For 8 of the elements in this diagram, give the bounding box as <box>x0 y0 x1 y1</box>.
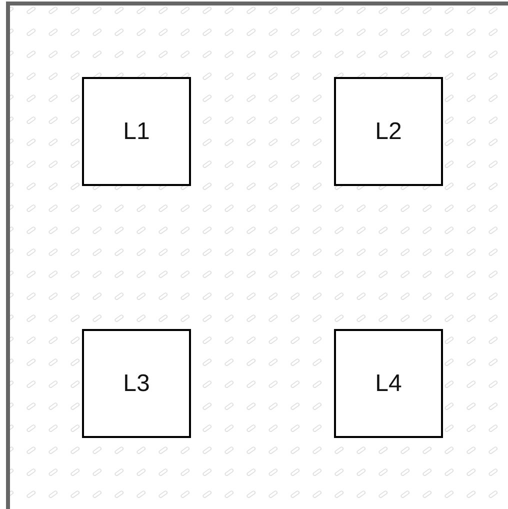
label-box <box>82 329 191 438</box>
box-label: L4 <box>375 370 402 398</box>
label-box <box>334 329 443 438</box>
label-box <box>82 77 191 186</box>
box-label: L2 <box>375 118 402 146</box>
box-label: L1 <box>123 118 150 146</box>
box-label: L3 <box>123 370 150 398</box>
label-box <box>334 77 443 186</box>
